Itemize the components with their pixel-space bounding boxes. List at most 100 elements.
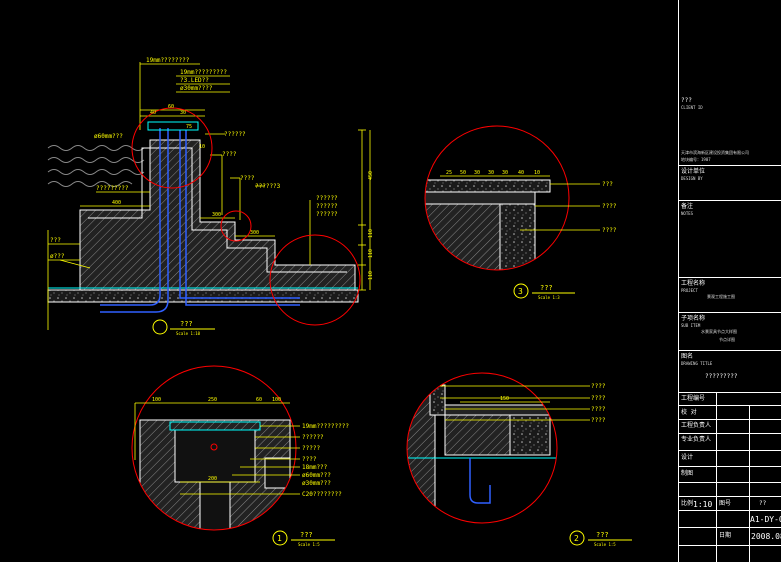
row-3: 专业负责人 (681, 436, 712, 443)
detail-3: 25 50 30 30 30 40 10 ??? ???? ???? 3 ???… (424, 125, 617, 300)
dim-inner-0: 60 (168, 104, 174, 110)
d3-marker (513, 283, 529, 299)
dim-top-0: 19mm???????? (146, 57, 190, 64)
d1-light-icon (210, 443, 218, 451)
d1-label-5: ø60mm??? (302, 472, 331, 479)
d3-dim-5: 40 (518, 170, 524, 176)
title-block: ??? CLIENT ID 天津市滨海新区建设投资集团有限公司 地块编号：190… (678, 0, 781, 562)
d3-dim-2: 30 (474, 170, 480, 176)
detail-callout-top (131, 107, 213, 189)
d2-title: ??? (596, 531, 609, 539)
pipe-label: ø60mm??? (94, 133, 123, 140)
d1-label-0: 19mm????????? (302, 423, 349, 430)
right-label-1: ???? (222, 151, 237, 158)
step-dim-1: 300 (212, 212, 221, 218)
scale-label: 比例 (681, 500, 694, 507)
row-0: 工程编号 (681, 395, 706, 402)
d1-dim-3: 100 (272, 397, 281, 403)
d2-circle (406, 372, 558, 524)
d1-inner-dim: 200 (208, 476, 217, 482)
client-en: CLIENT ID (681, 105, 703, 110)
d2-scale: Scale 1:5 (594, 542, 616, 547)
detail-2: 150 ???? ???? ???? ???? 2 ??? Scale 1:5 (406, 372, 632, 547)
detail-3-circle (424, 125, 570, 271)
d1-title: ??? (300, 531, 313, 539)
water-waves (47, 145, 145, 187)
d1-label-3: ???? (302, 456, 317, 463)
d2-dim-0: 150 (500, 396, 509, 402)
water-label-0: ??? (50, 237, 61, 244)
drawing-cn: 图名 (681, 353, 694, 360)
d2-label-2: ???? (591, 406, 606, 413)
vertical-dim-3: 110 (368, 271, 374, 280)
d3-dim-0: 25 (446, 170, 452, 176)
project-line-2: 地块编号：1907 (681, 157, 711, 162)
row-1: 校 对 (681, 409, 697, 416)
dim-inner-4: 10 (199, 144, 205, 150)
d3-label-2: ???? (602, 227, 617, 234)
right-label-6: ?????? (316, 211, 338, 218)
d1-label-6: ø30mm??? (302, 480, 331, 487)
vertical-dim-1: 110 (368, 229, 374, 238)
right-label-0: ?????? (224, 131, 246, 138)
d1-dim-1: 250 (208, 397, 217, 403)
drawing-name: ????????? (705, 373, 738, 380)
d3-dim-3: 30 (488, 170, 494, 176)
client-cn: ??? (681, 97, 692, 104)
project-name: 景观工程施工图 (707, 294, 735, 299)
section-title-marker (152, 319, 168, 335)
row-4: 设计 (681, 454, 694, 461)
d3-title: ??? (540, 284, 553, 292)
dim-top-2: ?3.LED?? (180, 77, 209, 84)
sheet-code: A1-DY-0 (750, 515, 781, 524)
d1-label-4: 18mm??? (302, 464, 328, 471)
d1-label-7: C20???????? (302, 491, 342, 498)
scale-value: 1:10 (693, 500, 713, 509)
remark-cn: 备注 (681, 203, 694, 210)
date-label: 日期 (719, 532, 732, 539)
d1-marker (272, 530, 288, 546)
dim-inner-2: 30 (180, 110, 186, 116)
drawing-en: DRAWING TITLE (681, 361, 713, 366)
row-5: 制图 (681, 470, 694, 477)
step-dim-2: 300 (250, 230, 259, 236)
project-line-1: 天津市滨海新区建设投资集团有限公司 (681, 150, 749, 155)
d2-label-0: ???? (591, 383, 606, 390)
d3-scale: Scale 1:3 (538, 295, 560, 300)
row-2: 工程负责人 (681, 422, 712, 429)
no-value: ?? (759, 500, 767, 507)
detail-1: 100 250 60 100 200 19mm????????? ?????? … (131, 365, 349, 547)
d3-label-0: ??? (602, 181, 613, 188)
dim-inner-1: 40 (150, 110, 156, 116)
sub-cn: 子项名称 (681, 315, 706, 322)
d1-number: 1 (277, 534, 282, 543)
d2-number: 2 (574, 534, 579, 543)
main-section: 19mm???????? 19mm????????? ?3.LED?? ø30m… (47, 57, 374, 336)
d2-label-1: ???? (591, 395, 606, 402)
d2-label-3: ???? (591, 417, 606, 424)
step-dim-0: 400 (112, 200, 121, 206)
design-en: DESIGN BY (681, 176, 703, 181)
d3-label-1: ???? (602, 203, 617, 210)
d3-number: 3 (518, 287, 523, 296)
d2-marker (569, 530, 585, 546)
d1-dim-0: 100 (152, 397, 161, 403)
supply-pipe (100, 128, 300, 313)
sub-name-2: 节点详图 (719, 337, 735, 342)
right-label-4: ?????? (316, 195, 338, 202)
dim-inner-3: 75 (186, 124, 192, 130)
right-label-2: ???? (240, 175, 255, 182)
water-label-1: ø??? (50, 253, 65, 260)
d1-label-1: ?????? (302, 434, 324, 441)
detail-callout-mid (220, 210, 252, 242)
vertical-dim-0: 450 (368, 171, 374, 180)
no-label: 图号 (719, 500, 732, 507)
d3-dim-1: 50 (460, 170, 466, 176)
design-cn: 设计单位 (681, 168, 706, 175)
d1-dim-2: 60 (256, 397, 262, 403)
right-label-5: ?????? (316, 203, 338, 210)
sub-en: SUB ITEM (681, 323, 701, 328)
dim-top-1: 19mm????????? (180, 69, 227, 76)
remark-en: NOTES (681, 211, 694, 216)
